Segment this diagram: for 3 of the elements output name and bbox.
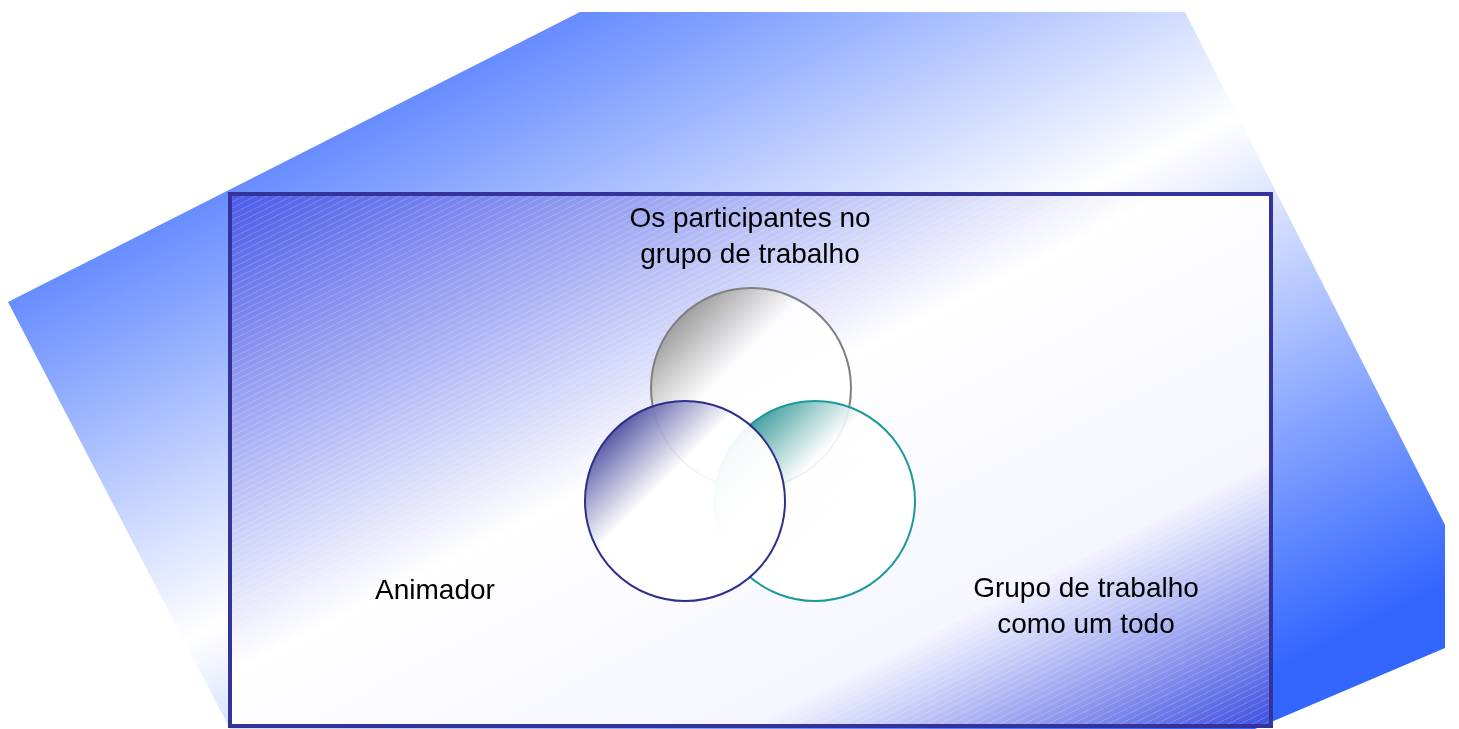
circle-label: Os participantes no grupo de trabalho bbox=[628, 201, 872, 271]
circle-label: Grupo de trabalho como um todo bbox=[972, 571, 1200, 641]
circle-label: Animador bbox=[374, 573, 496, 607]
